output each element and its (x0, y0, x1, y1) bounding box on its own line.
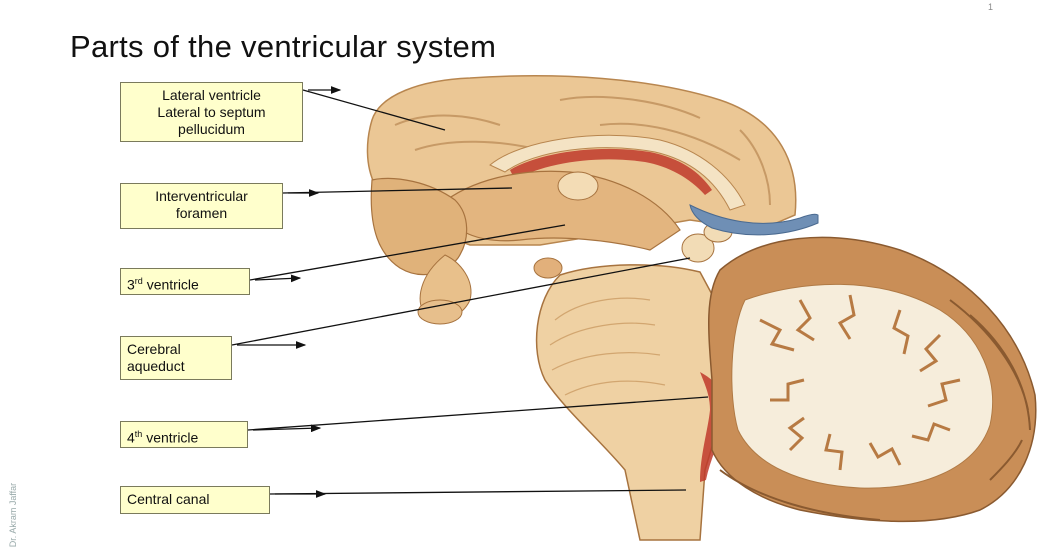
label-text: ventricle (142, 430, 198, 446)
label-ordinal: 3 (127, 277, 135, 293)
label-text: Central canal (127, 491, 210, 507)
label-cerebral-aqueduct: Cerebral aqueduct (120, 336, 232, 380)
mammillary-body (534, 258, 562, 278)
label-line: Lateral to septum (127, 104, 296, 121)
label-central-canal: Central canal (120, 486, 270, 514)
label-ordinal-suffix: rd (135, 276, 143, 286)
label-line: Interventricular (127, 188, 276, 205)
label-line: Cerebral (127, 341, 225, 358)
pituitary-body (418, 300, 462, 324)
label-line: Lateral ventricle (127, 87, 296, 104)
label-text: ventricle (143, 277, 199, 293)
label-line: foramen (127, 205, 276, 222)
leader-central-canal (270, 490, 686, 494)
label-line: pellucidum (127, 121, 296, 138)
label-fourth-ventricle: 4th ventricle (120, 421, 248, 448)
label-line: aqueduct (127, 358, 225, 375)
label-ordinal: 4 (127, 430, 135, 446)
interthalamic-adhesion (558, 172, 598, 200)
label-interventricular-foramen: Interventricular foramen (120, 183, 283, 229)
label-third-ventricle: 3rd ventricle (120, 268, 250, 295)
label-lateral-ventricle: Lateral ventricle Lateral to septum pell… (120, 82, 303, 142)
